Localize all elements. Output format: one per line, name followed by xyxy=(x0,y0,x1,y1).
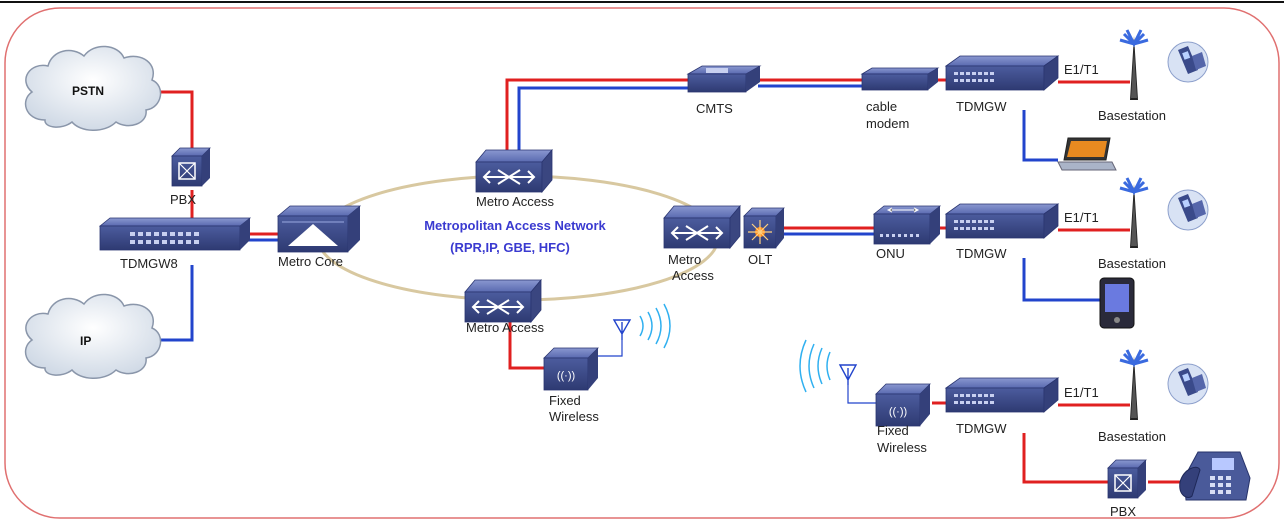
fixed-wireless-left-label-1: Fixed xyxy=(549,393,581,408)
desk-phone-icon xyxy=(1179,451,1251,501)
ring-title-2: (RPR,IP, GBE, HFC) xyxy=(450,240,570,255)
metro-access-right-label-1: Metro xyxy=(668,252,701,267)
mobile-phone-bot-icon xyxy=(1167,363,1209,405)
tdmgw-top-label: TDMGW xyxy=(956,99,1007,114)
antenna-right-icon xyxy=(799,339,858,393)
basestation-bot-label: Basestation xyxy=(1098,429,1166,444)
basestation-mid-label: Basestation xyxy=(1098,256,1166,271)
cmts-device xyxy=(686,65,762,93)
pstn-label: PSTN xyxy=(72,84,104,98)
olt-device xyxy=(743,207,785,249)
cable-modem-device xyxy=(860,67,940,91)
basestation-bot-icon xyxy=(1118,348,1150,422)
basestation-top-icon xyxy=(1118,28,1150,102)
fixed-wireless-left-device xyxy=(543,347,599,391)
onu-label: ONU xyxy=(876,246,905,261)
ip-label: IP xyxy=(80,334,91,348)
metro-core-label: Metro Core xyxy=(278,254,343,269)
basestation-top-label: Basestation xyxy=(1098,108,1166,123)
cable-modem-label-1: cable xyxy=(866,99,897,114)
tdmgw8-device xyxy=(98,217,252,251)
tdmgw-bot-device xyxy=(945,377,1059,413)
metro-access-bottom-device xyxy=(464,279,542,323)
tdmgw-mid-label: TDMGW xyxy=(956,246,1007,261)
mobile-phone-top-icon xyxy=(1167,41,1209,83)
e1t1-mid-label: E1/T1 xyxy=(1064,210,1099,225)
pbx-right-label: PBX xyxy=(1110,504,1136,519)
metro-access-top-device xyxy=(475,149,553,193)
olt-label: OLT xyxy=(748,252,772,267)
e1t1-top-label: E1/T1 xyxy=(1064,62,1099,77)
tdmgw8-label: TDMGW8 xyxy=(120,256,178,271)
fixed-wireless-right-label-2: Wireless xyxy=(877,440,927,455)
metro-access-top-label: Metro Access xyxy=(476,194,555,209)
e1t1-bot-label: E1/T1 xyxy=(1064,385,1099,400)
metro-access-right-device xyxy=(663,205,741,249)
links xyxy=(150,78,1180,484)
cmts-label: CMTS xyxy=(696,101,733,116)
pda-icon xyxy=(1099,277,1135,329)
tdmgw-top-device xyxy=(945,55,1059,91)
outer-border xyxy=(4,7,1280,519)
mobile-phone-mid-icon xyxy=(1167,189,1209,231)
fixed-wireless-left-label-2: Wireless xyxy=(549,409,599,424)
metro-access-right-label-2: Access xyxy=(672,268,714,283)
fixed-wireless-right-device xyxy=(875,383,931,427)
tdmgw-bot-label: TDMGW xyxy=(956,421,1007,436)
ip-cloud: IP xyxy=(24,293,162,379)
metro-core-device xyxy=(276,205,362,253)
pstn-cloud: PSTN xyxy=(24,45,162,131)
laptop-icon xyxy=(1057,137,1117,171)
fixed-wireless-right-label-1: Fixed xyxy=(877,423,909,438)
tdmgw-mid-device xyxy=(945,203,1059,239)
pbx-left-label: PBX xyxy=(170,192,196,207)
cable-modem-label-2: modem xyxy=(866,116,909,131)
onu-device xyxy=(872,205,942,245)
pbx-right xyxy=(1107,459,1147,499)
ring-title-1: Metropolitan Access Network xyxy=(424,218,606,233)
pbx-left xyxy=(171,147,211,187)
antenna-left-icon xyxy=(612,303,671,349)
basestation-mid-icon xyxy=(1118,176,1150,250)
metro-access-bottom-label: Metro Access xyxy=(466,320,545,335)
